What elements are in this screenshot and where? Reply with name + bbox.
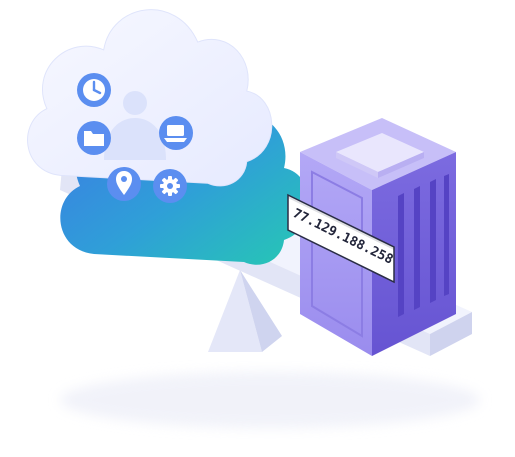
ground-shadow: [60, 372, 480, 428]
fulcrum: [208, 270, 282, 352]
cloud: [27, 9, 310, 265]
clock-icon: [77, 73, 111, 107]
location-pin-icon: [107, 167, 141, 201]
user-icon: [104, 91, 166, 160]
laptop-icon: [159, 116, 193, 150]
server-vents: [398, 174, 449, 317]
server: [300, 118, 456, 356]
gear-icon: [153, 169, 187, 203]
folder-icon: [77, 121, 111, 155]
